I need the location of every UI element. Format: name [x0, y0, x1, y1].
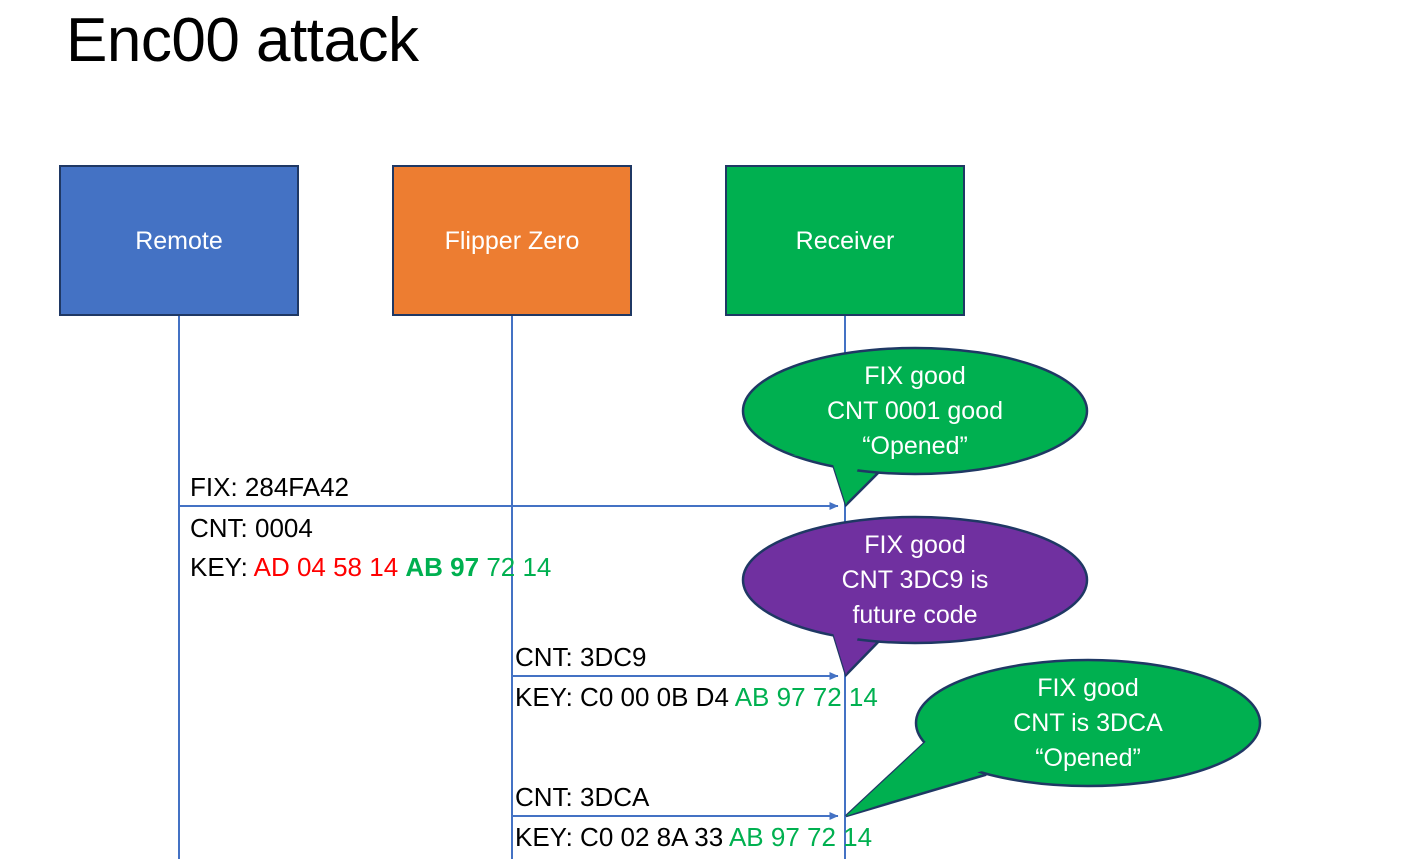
bubble-3: [845, 658, 1262, 818]
actor-label-receiver: Receiver: [795, 226, 895, 255]
msg-3-key-label: KEY: C0 02 8A 33 AB 97 72 14: [515, 822, 872, 853]
msg-2-key-green: AB 97 72 14: [734, 682, 878, 712]
actor-label-remote: Remote: [135, 226, 223, 255]
actor-label-flipper: Flipper Zero: [444, 226, 580, 255]
msg-1-cnt-label: CNT: 0004: [190, 513, 313, 543]
msg-1-key-green-bold: AB 97: [405, 552, 487, 582]
msg-1-key-label: KEY: AD 04 58 14 AB 97 72 14: [190, 552, 551, 583]
msg-3-key-green: AB 97 72 14: [728, 822, 873, 852]
msg-1-key-red: AD 04 58 14: [253, 552, 406, 582]
actor-box-remote[interactable]: Remote: [59, 165, 299, 316]
msg-3-key-prefix: KEY: C0 02 8A 33: [515, 822, 729, 852]
page-title: Enc00 attack: [66, 6, 419, 75]
actor-box-flipper[interactable]: Flipper Zero: [392, 165, 632, 316]
msg-1-key-prefix: KEY:: [190, 552, 254, 582]
msg-2-cnt-label: CNT: 3DC9: [515, 642, 647, 672]
msg-2-key-prefix: KEY: C0 00 0B D4: [515, 682, 735, 712]
msg-2-key-label: KEY: C0 00 0B D4 AB 97 72 14: [515, 682, 878, 713]
actor-box-receiver[interactable]: Receiver: [725, 165, 965, 316]
msg-1-key-green: 72 14: [486, 552, 552, 582]
msg-1-fix-label: FIX: 284FA42: [190, 472, 349, 502]
bubble-2: [741, 515, 1089, 678]
msg-3-cnt-label: CNT: 3DCA: [515, 782, 650, 812]
bubble-1: [741, 346, 1089, 508]
